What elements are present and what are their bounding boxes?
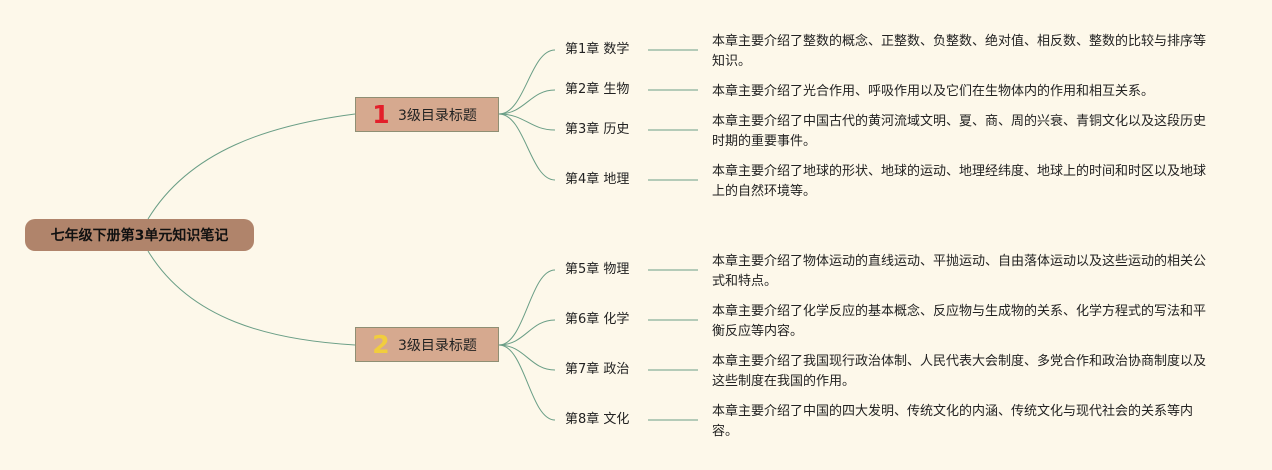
connector-branch-2-ch8	[498, 344, 556, 421]
root-node-label: 七年级下册第3单元知识笔记	[50, 228, 229, 244]
chapter-node-4[interactable]: 第4章 地理	[565, 172, 630, 187]
branch-number-2-icon: 2	[372, 329, 390, 359]
connector-branch-1-ch1	[498, 49, 556, 115]
connector-root-branch-2	[147, 250, 356, 346]
chapter-description-8[interactable]: 本章主要介绍了中国的四大发明、传统文化的内涵、传统文化与现代社会的关系等内容。	[712, 404, 1194, 439]
chapter-node-8[interactable]: 第8章 文化	[565, 412, 630, 427]
chapter-node-2[interactable]: 第2章 生物	[565, 82, 630, 97]
chapter-node-7[interactable]: 第7章 政治	[565, 362, 630, 377]
connector-root-branch-1	[147, 113, 356, 220]
connector-branch-2-ch7	[498, 344, 556, 371]
chapter-description-3[interactable]: 本章主要介绍了中国古代的黄河流域文明、夏、商、周的兴衰、青铜文化以及这段历史时期…	[712, 114, 1207, 149]
chapter-node-3[interactable]: 第3章 历史	[565, 122, 630, 137]
branch-node-label: 3级目录标题	[398, 107, 477, 124]
chapter-description-2[interactable]: 本章主要介绍了光合作用、呼吸作用以及它们在生物体内的作用和相互关系。	[712, 84, 1155, 99]
chapter-description-4[interactable]: 本章主要介绍了地球的形状、地球的运动、地理经纬度、地球上的时间和时区以及地球上的…	[712, 164, 1207, 199]
branch-number-1-icon: 1	[372, 99, 390, 129]
branch-node-label: 3级目录标题	[398, 337, 477, 354]
chapter-description-6[interactable]: 本章主要介绍了化学反应的基本概念、反应物与生成物的关系、化学方程式的写法和平衡反…	[712, 304, 1207, 339]
chapter-description-5[interactable]: 本章主要介绍了物体运动的直线运动、平抛运动、自由落体运动以及这些运动的相关公式和…	[712, 254, 1207, 289]
chapter-node-6[interactable]: 第6章 化学	[565, 312, 630, 327]
connector-branch-1-ch2	[498, 89, 556, 115]
chapter-node-5[interactable]: 第5章 物理	[565, 262, 630, 277]
branch-node-2[interactable]: 2 3级目录标题	[355, 327, 499, 362]
connector-branch-2-ch6	[498, 319, 556, 346]
root-node[interactable]: 七年级下册第3单元知识笔记	[25, 219, 254, 251]
connector-branch-1-ch3	[498, 113, 556, 131]
chapter-node-1[interactable]: 第1章 数学	[565, 42, 630, 57]
chapter-description-7[interactable]: 本章主要介绍了我国现行政治体制、人民代表大会制度、多党合作和政治协商制度以及这些…	[712, 354, 1207, 389]
branch-node-1[interactable]: 1 3级目录标题	[355, 97, 499, 132]
connector-branch-1-ch4	[498, 113, 556, 181]
connector-branch-2-ch5	[498, 269, 556, 346]
chapter-description-1[interactable]: 本章主要介绍了整数的概念、正整数、负整数、绝对值、相反数、整数的比较与排序等知识…	[712, 34, 1207, 69]
